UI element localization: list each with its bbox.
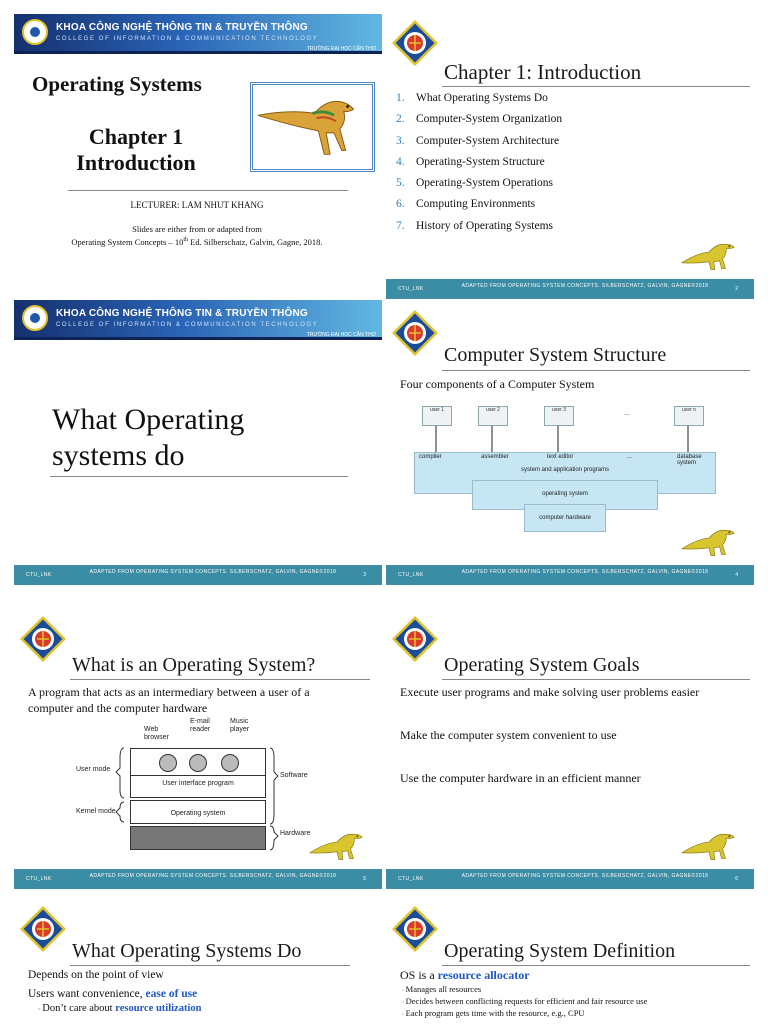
hardware-layer: computer hardware: [524, 504, 606, 532]
slide-5-what-is-os: What is an Operating System? A program t…: [14, 604, 382, 889]
slide-footer: CTU_LNK ADAPTED FROM OPERATING SYSTEM CO…: [386, 869, 754, 889]
page-number: 4: [735, 572, 738, 578]
university-emblem-icon: [390, 614, 440, 664]
dinosaur-icon: [680, 825, 738, 865]
point-of-view-line: Depends on the point of view: [28, 969, 164, 981]
university-emblem-icon: [18, 904, 68, 954]
list-item: 5.Operating-System Operations: [396, 177, 554, 190]
goal-item: Execute user programs and make solving u…: [400, 685, 700, 699]
users-line: Users want convenience, ease of use: [28, 988, 198, 1000]
connector-lines: [435, 426, 689, 452]
slide-title: Operating System Goals: [444, 654, 640, 676]
course-title: Operating Systems: [32, 72, 202, 96]
slide-title: What is an Operating System?: [72, 654, 316, 676]
bullet-item: ◦ Decides between conflicting requests f…: [402, 996, 648, 1006]
page-number: 5: [363, 876, 366, 882]
source-note: Slides are either from or adapted from: [132, 224, 262, 234]
slide-title: Chapter 1: Introduction: [444, 60, 642, 84]
goal-item: Make the computer system convenient to u…: [400, 728, 617, 742]
computer-system-diagram: user 1 user 2 user 3 ... user n compiler…: [414, 406, 716, 534]
list-item: 7.History of Operating Systems: [396, 219, 554, 232]
slide-subtitle: Four components of a Computer System: [400, 377, 595, 391]
goal-item: Use the computer hardware in an efficien…: [400, 771, 641, 785]
university-logo-icon: [22, 305, 48, 331]
dinosaur-icon: [680, 235, 738, 275]
university-emblem-icon: [390, 904, 440, 954]
list-item: 3.Computer-System Architecture: [396, 134, 560, 147]
os-box: Operating system: [130, 800, 266, 824]
slide-3-section: KHOA CÔNG NGHỆ THÔNG TIN & TRUYỀN THÔNG …: [14, 300, 382, 585]
slide-7-what-os-do: What Operating Systems Do Depends on the…: [14, 898, 382, 1024]
college-banner: KHOA CÔNG NGHỆ THÔNG TIN & TRUYỀN THÔNG …: [14, 300, 382, 340]
definition-line-1: A program that acts as an intermediary b…: [28, 685, 310, 699]
slide-title: Operating System Definition: [444, 940, 676, 962]
chapter-title: Introduction: [76, 150, 196, 175]
slide-2-outline: Chapter 1: Introduction 1.What Operating…: [386, 14, 754, 299]
university-emblem-icon: [390, 308, 440, 358]
slide-footer: CTU_LNK ADAPTED FROM OPERATING SYSTEM CO…: [386, 279, 754, 299]
slide-4-structure: Computer System Structure Four component…: [386, 300, 754, 585]
user-box: user 2: [478, 406, 508, 426]
page-number: 6: [735, 876, 738, 882]
page-number: 3: [363, 572, 366, 578]
banner-university: TRƯỜNG ĐẠI HỌC CẦN THƠ: [306, 46, 376, 52]
user-box: user 1: [422, 406, 452, 426]
dinosaur-icon: [257, 100, 355, 155]
slide-6-goals: Operating System Goals Execute user prog…: [386, 604, 754, 889]
page-number: 2: [735, 286, 738, 292]
slide-8-definition: Operating System Definition OS is a reso…: [386, 898, 754, 1024]
list-item: 4.Operating-System Structure: [396, 155, 545, 168]
section-title: What Operating systems do: [52, 403, 245, 472]
bullet-item: ◦ Each program gets time with the resour…: [402, 1008, 585, 1018]
user-box: user 3: [544, 406, 574, 426]
list-item: 1.What Operating Systems Do: [396, 92, 548, 104]
slide-footer: CTU_LNK ADAPTED FROM OPERATING SYSTEM CO…: [14, 565, 382, 585]
dinosaur-icon: [680, 521, 738, 561]
user-mode-box: User interface program: [130, 748, 266, 798]
list-item: 2.Computer-System Organization: [396, 113, 563, 126]
university-logo-icon: [22, 19, 48, 45]
college-banner: KHOA CÔNG NGHỆ THÔNG TIN & TRUYỀN THÔNG …: [14, 14, 382, 54]
list-item: 6.Computing Environments: [396, 198, 536, 211]
university-emblem-icon: [18, 614, 68, 664]
os-layers-figure: Web browser E-mail reader Music player U…: [76, 718, 326, 856]
slide-footer: CTU_LNK ADAPTED FROM OPERATING SYSTEM CO…: [14, 869, 382, 889]
university-emblem-icon: [390, 18, 440, 68]
slide-1-title: KHOA CÔNG NGHỆ THÔNG TIN & TRUYỀN THÔNG …: [14, 14, 382, 299]
banner-faculty: KHOA CÔNG NGHỆ THÔNG TIN & TRUYỀN THÔNG: [56, 22, 308, 33]
dinosaur-image-frame: [250, 82, 375, 172]
slide-footer: CTU_LNK ADAPTED FROM OPERATING SYSTEM CO…: [386, 565, 754, 585]
outline-list: 1.What Operating Systems Do 2.Computer-S…: [396, 92, 562, 241]
bullet-item: ◦ Manages all resources: [402, 984, 482, 994]
resource-line: ◦ Don’t care about resource utilization: [38, 1003, 202, 1014]
lecturer-name: LECTURER: LAM NHUT KHANG: [130, 200, 264, 210]
hardware-box: [130, 826, 266, 850]
dinosaur-icon: [308, 825, 366, 865]
slide-title: Computer System Structure: [444, 344, 667, 366]
allocator-line: OS is a resource allocator: [400, 968, 530, 982]
chapter-number: Chapter 1: [88, 124, 184, 149]
user-box: user n: [674, 406, 704, 426]
definition-line-2: computer and the computer hardware: [28, 701, 208, 715]
source-citation: Operating System Concepts – 10th Ed. Sil…: [71, 237, 323, 247]
banner-college: COLLEGE OF INFORMATION & COMMUNICATION T…: [56, 36, 319, 42]
slide-title: What Operating Systems Do: [72, 940, 302, 962]
